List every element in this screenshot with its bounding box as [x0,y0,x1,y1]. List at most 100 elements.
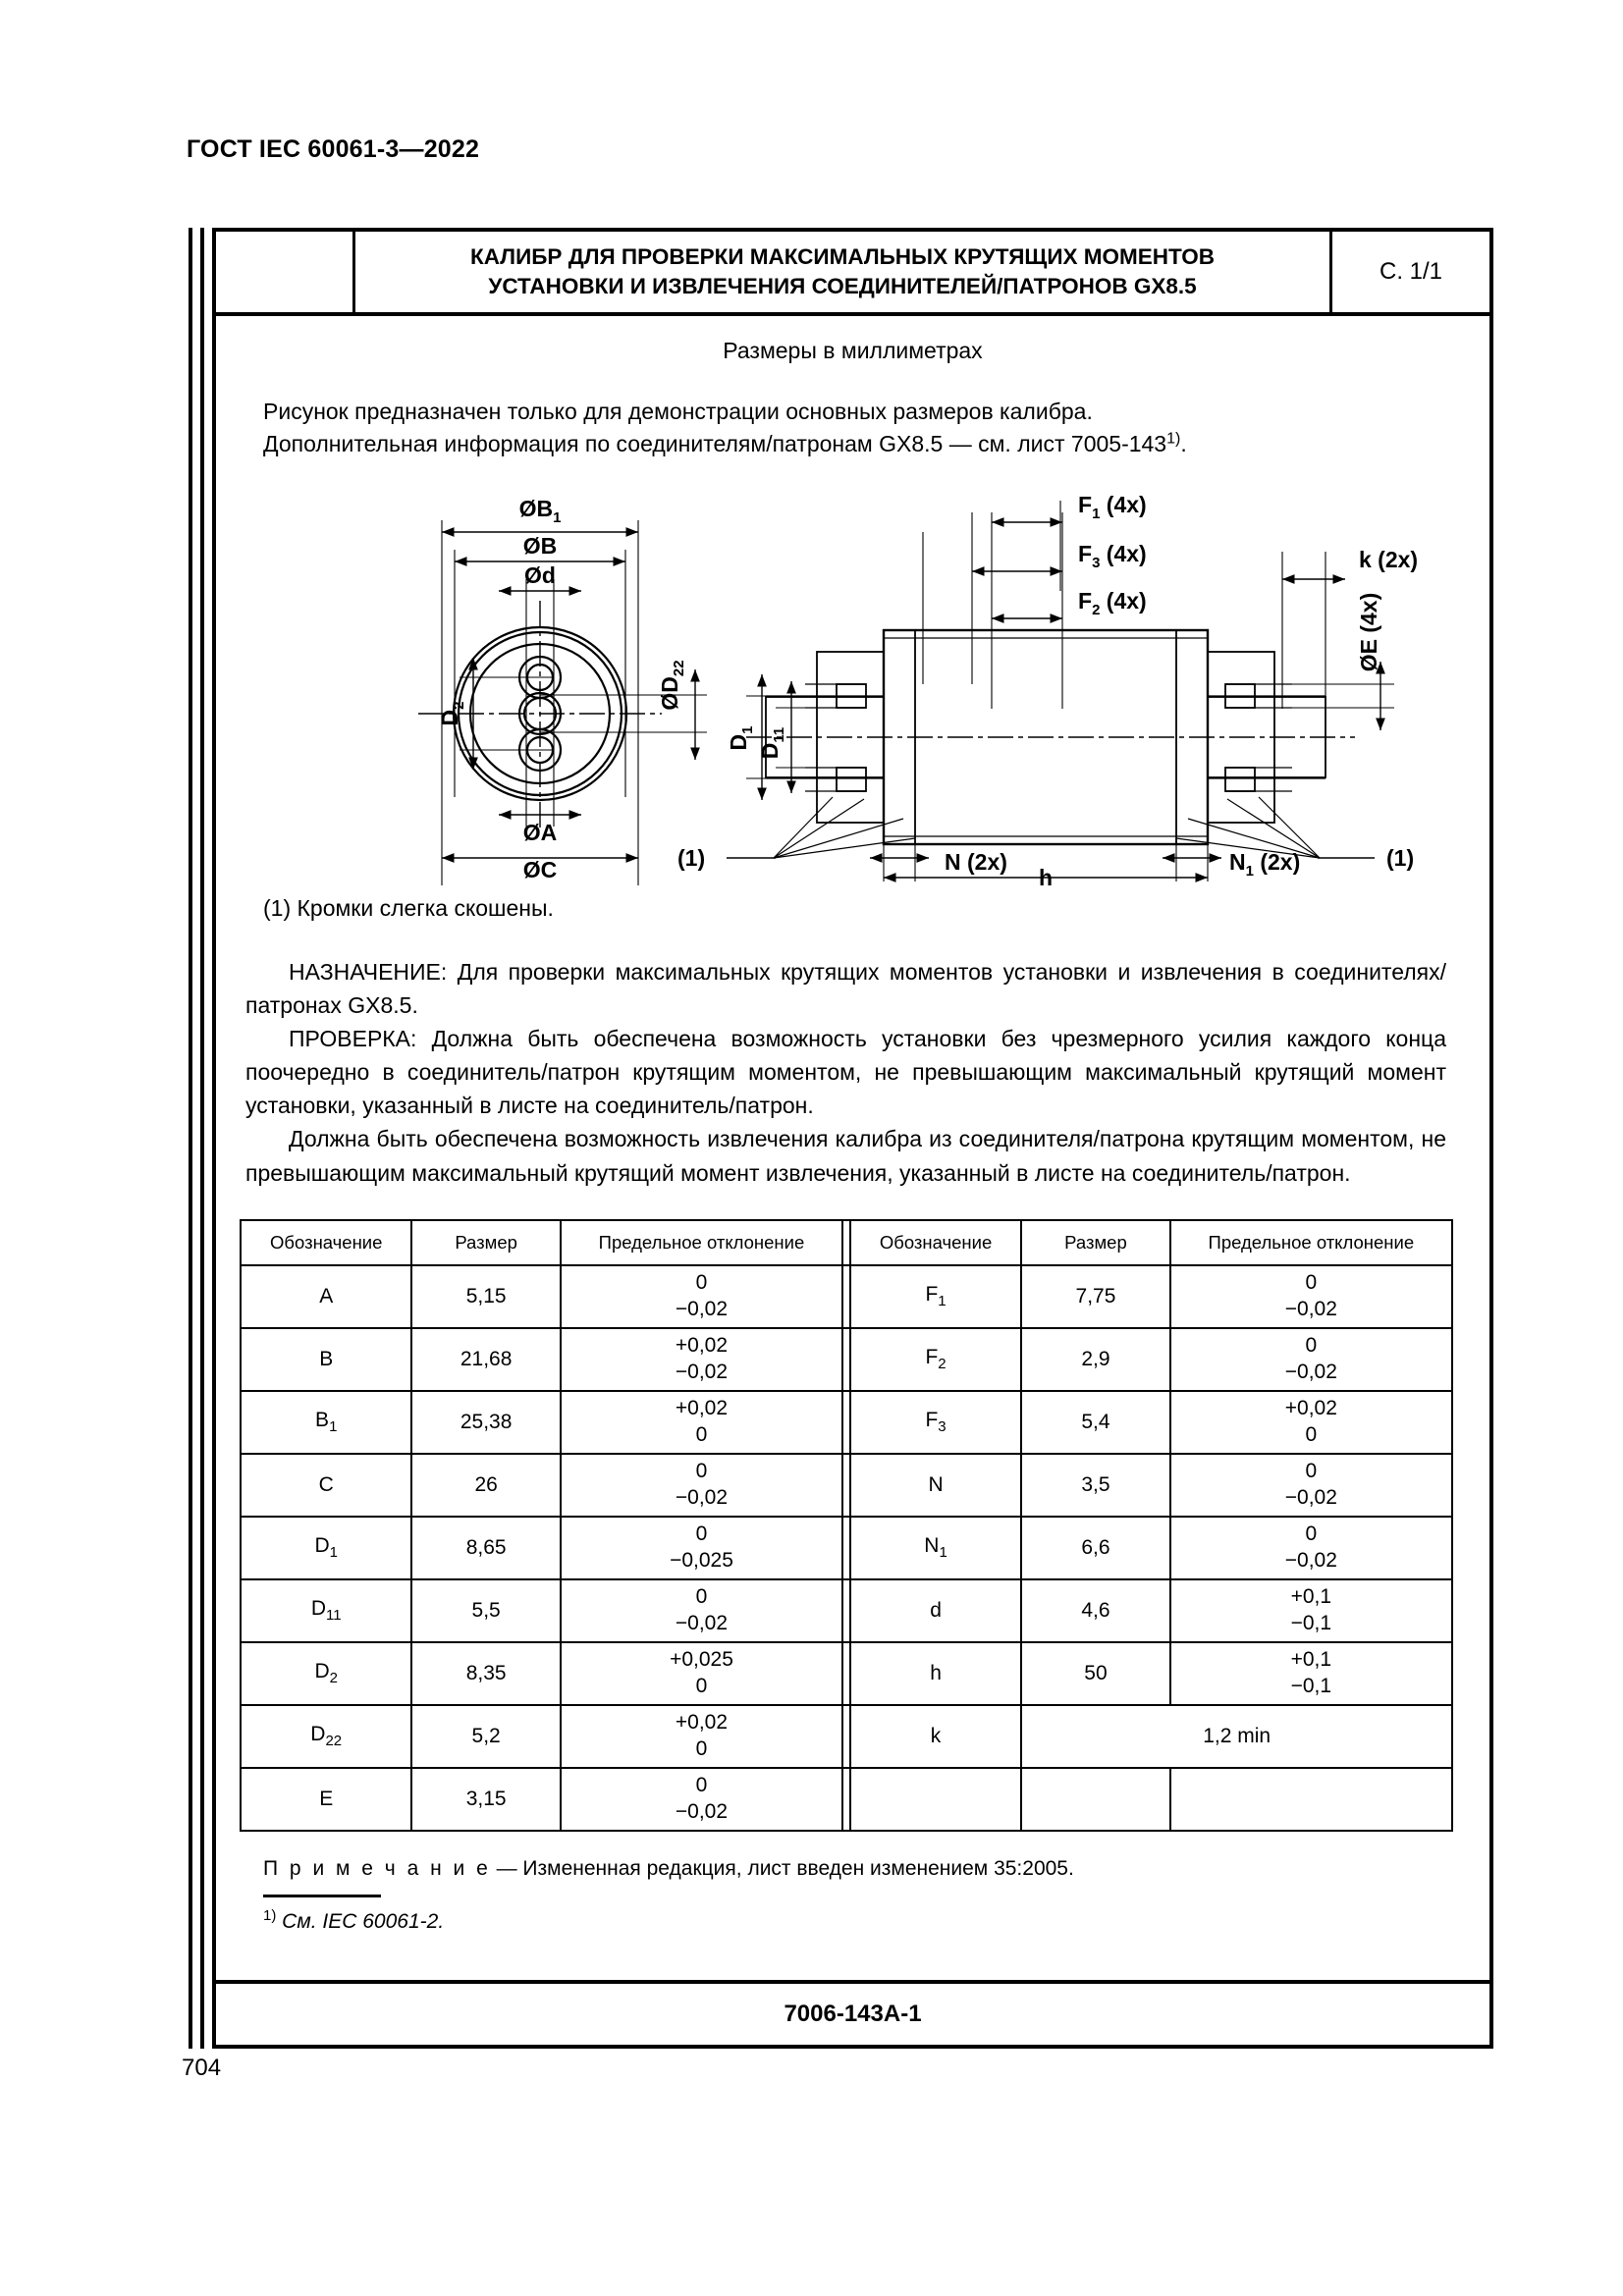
title-block-title: КАЛИБР ДЛЯ ПРОВЕРКИ МАКСИМАЛЬНЫХ КРУТЯЩИ… [355,232,1332,312]
gauge-drawing-svg: ØB1 ØB Ød ØA ØC D2 ØD22 F1 (4x) F3 (4x) … [418,492,1418,886]
note-block: П р и м е ч а н и е — Измененная редакци… [263,1857,1489,1934]
intro-text: Рисунок предназначен только для демонстр… [263,396,1489,459]
label-d1: D1 [726,726,756,751]
label-d11: D11 [757,727,787,759]
label-f3: F3 (4x) [1078,541,1147,571]
cell-tolerance-left: 0−0,02 [559,1577,844,1643]
title-block-logo-cell [216,232,355,312]
cell-gap [841,1326,851,1392]
label-f2: F2 (4x) [1078,588,1147,618]
intro-line-2-tail: . [1180,430,1187,456]
sheet-edge-rule-inner [200,228,204,2049]
edges-note: (1) Кромки слегка скошены. [263,895,554,922]
label-b1: ØB1 [519,496,562,526]
note-text: — Измененная редакция, лист введен измен… [490,1856,1074,1880]
label-f1: F1 (4x) [1078,492,1147,522]
label-d: Ød [524,562,556,588]
cell-symbol-right: N1 [848,1515,1023,1580]
cell-symbol-left: D22 [239,1703,413,1769]
cell-symbol-right: N [848,1452,1023,1518]
cell-size-left: 8,35 [410,1640,562,1706]
cell-tolerance-left: +0,02−0,02 [559,1326,844,1392]
cell-size-left: 8,65 [410,1515,562,1580]
cell-symbol-right: F1 [848,1263,1023,1329]
intro-footnote-marker: 1) [1166,430,1181,447]
cell-empty [1020,1766,1171,1832]
label-b: ØB [523,533,558,559]
cell-symbol-right: d [848,1577,1023,1643]
sheet-edge-rule-outer [189,228,192,2049]
cell-tolerance-right: +0,1−0,1 [1168,1577,1454,1643]
title-block-page-label: С. 1/1 [1379,258,1443,285]
intro-line-2: Дополнительная информация по соединителя… [263,428,1489,460]
callout-left: (1) [677,845,705,871]
footnote-text: См. IEC 60061-2. [276,1909,445,1933]
dimension-table: Обозначение Размер Предельное отклонение… [239,1218,1454,1832]
cell-size-right: 6,6 [1020,1515,1171,1580]
cell-size-left: 5,15 [410,1263,562,1329]
title-line-1: КАЛИБР ДЛЯ ПРОВЕРКИ МАКСИМАЛЬНЫХ КРУТЯЩИ… [470,244,1215,270]
cell-gap [841,1640,851,1706]
cell-size-right: 50 [1020,1640,1171,1706]
th-tolerance-1: Предельное отклонение [559,1218,844,1266]
cell-size-right: 3,5 [1020,1452,1171,1518]
purpose-paragraph: НАЗНАЧЕНИЕ: Для проверки максимальных кр… [245,959,1446,1019]
cell-size-left: 26 [410,1452,562,1518]
label-h: h [1039,865,1053,885]
th-size-1: Размер [410,1218,562,1266]
table-column-gap [841,1218,851,1266]
intro-line-1: Рисунок предназначен только для демонстр… [263,399,1093,424]
cell-symbol-left: C [239,1452,413,1518]
cell-symbol-left: D11 [239,1577,413,1643]
title-block: КАЛИБР ДЛЯ ПРОВЕРКИ МАКСИМАЛЬНЫХ КРУТЯЩИ… [216,232,1489,316]
cell-tolerance-left: 0−0,025 [559,1515,844,1580]
cell-gap [841,1515,851,1580]
cell-symbol-left: D2 [239,1640,413,1706]
running-head: ГОСТ IEC 60061-3—2022 [187,135,480,163]
cell-symbol-right: F2 [848,1326,1023,1392]
sheet-code-bar: 7006-143A-1 [216,1980,1489,2045]
cell-tolerance-left: 0−0,02 [559,1263,844,1329]
footnote-marker: 1) [263,1906,277,1924]
table-header-row: Обозначение Размер Предельное отклонение… [239,1218,1454,1266]
label-c: ØC [523,857,558,882]
cell-size-right: 2,9 [1020,1326,1171,1392]
intro-line-2-main: Дополнительная информация по соединителя… [263,430,1167,456]
cell-symbol-right: F3 [848,1389,1023,1455]
units-note: Размеры в миллиметрах [723,338,983,363]
page-number: 704 [182,2055,222,2081]
sheet-body: Размеры в миллиметрах Рисунок предназнач… [216,338,1489,1934]
cell-symbol-left: B1 [239,1389,413,1455]
cell-tolerance-right: +0,1−0,1 [1168,1640,1454,1706]
footnote: 1) См. IEC 60061-2. [263,1907,1489,1934]
label-n: N (2x) [945,849,1007,875]
cell-gap [841,1263,851,1329]
cell-tolerance-left: 0−0,02 [559,1766,844,1832]
cell-size-left: 5,5 [410,1577,562,1643]
cell-tolerance-right: 0−0,02 [1168,1326,1454,1392]
cell-symbol-left: D1 [239,1515,413,1580]
th-tolerance-2: Предельное отклонение [1168,1218,1454,1266]
cell-size-right: 5,4 [1020,1389,1171,1455]
cell-size-left: 25,38 [410,1389,562,1455]
cell-size-right-spanned: 1,2 min [1020,1703,1453,1769]
callout-right: (1) [1386,845,1414,871]
cell-symbol-right: k [848,1703,1023,1769]
label-n1: N1 (2x) [1229,849,1300,880]
label-e: ØE (4x) [1356,593,1381,672]
cell-size-left: 3,15 [410,1766,562,1832]
cell-symbol-left: E [239,1766,413,1832]
check-paragraph: ПРОВЕРКА: Должна быть обеспечена возможн… [245,1026,1446,1119]
th-size-2: Размер [1020,1218,1171,1266]
cell-gap [841,1452,851,1518]
label-a: ØA [523,820,558,845]
cell-gap [841,1703,851,1769]
